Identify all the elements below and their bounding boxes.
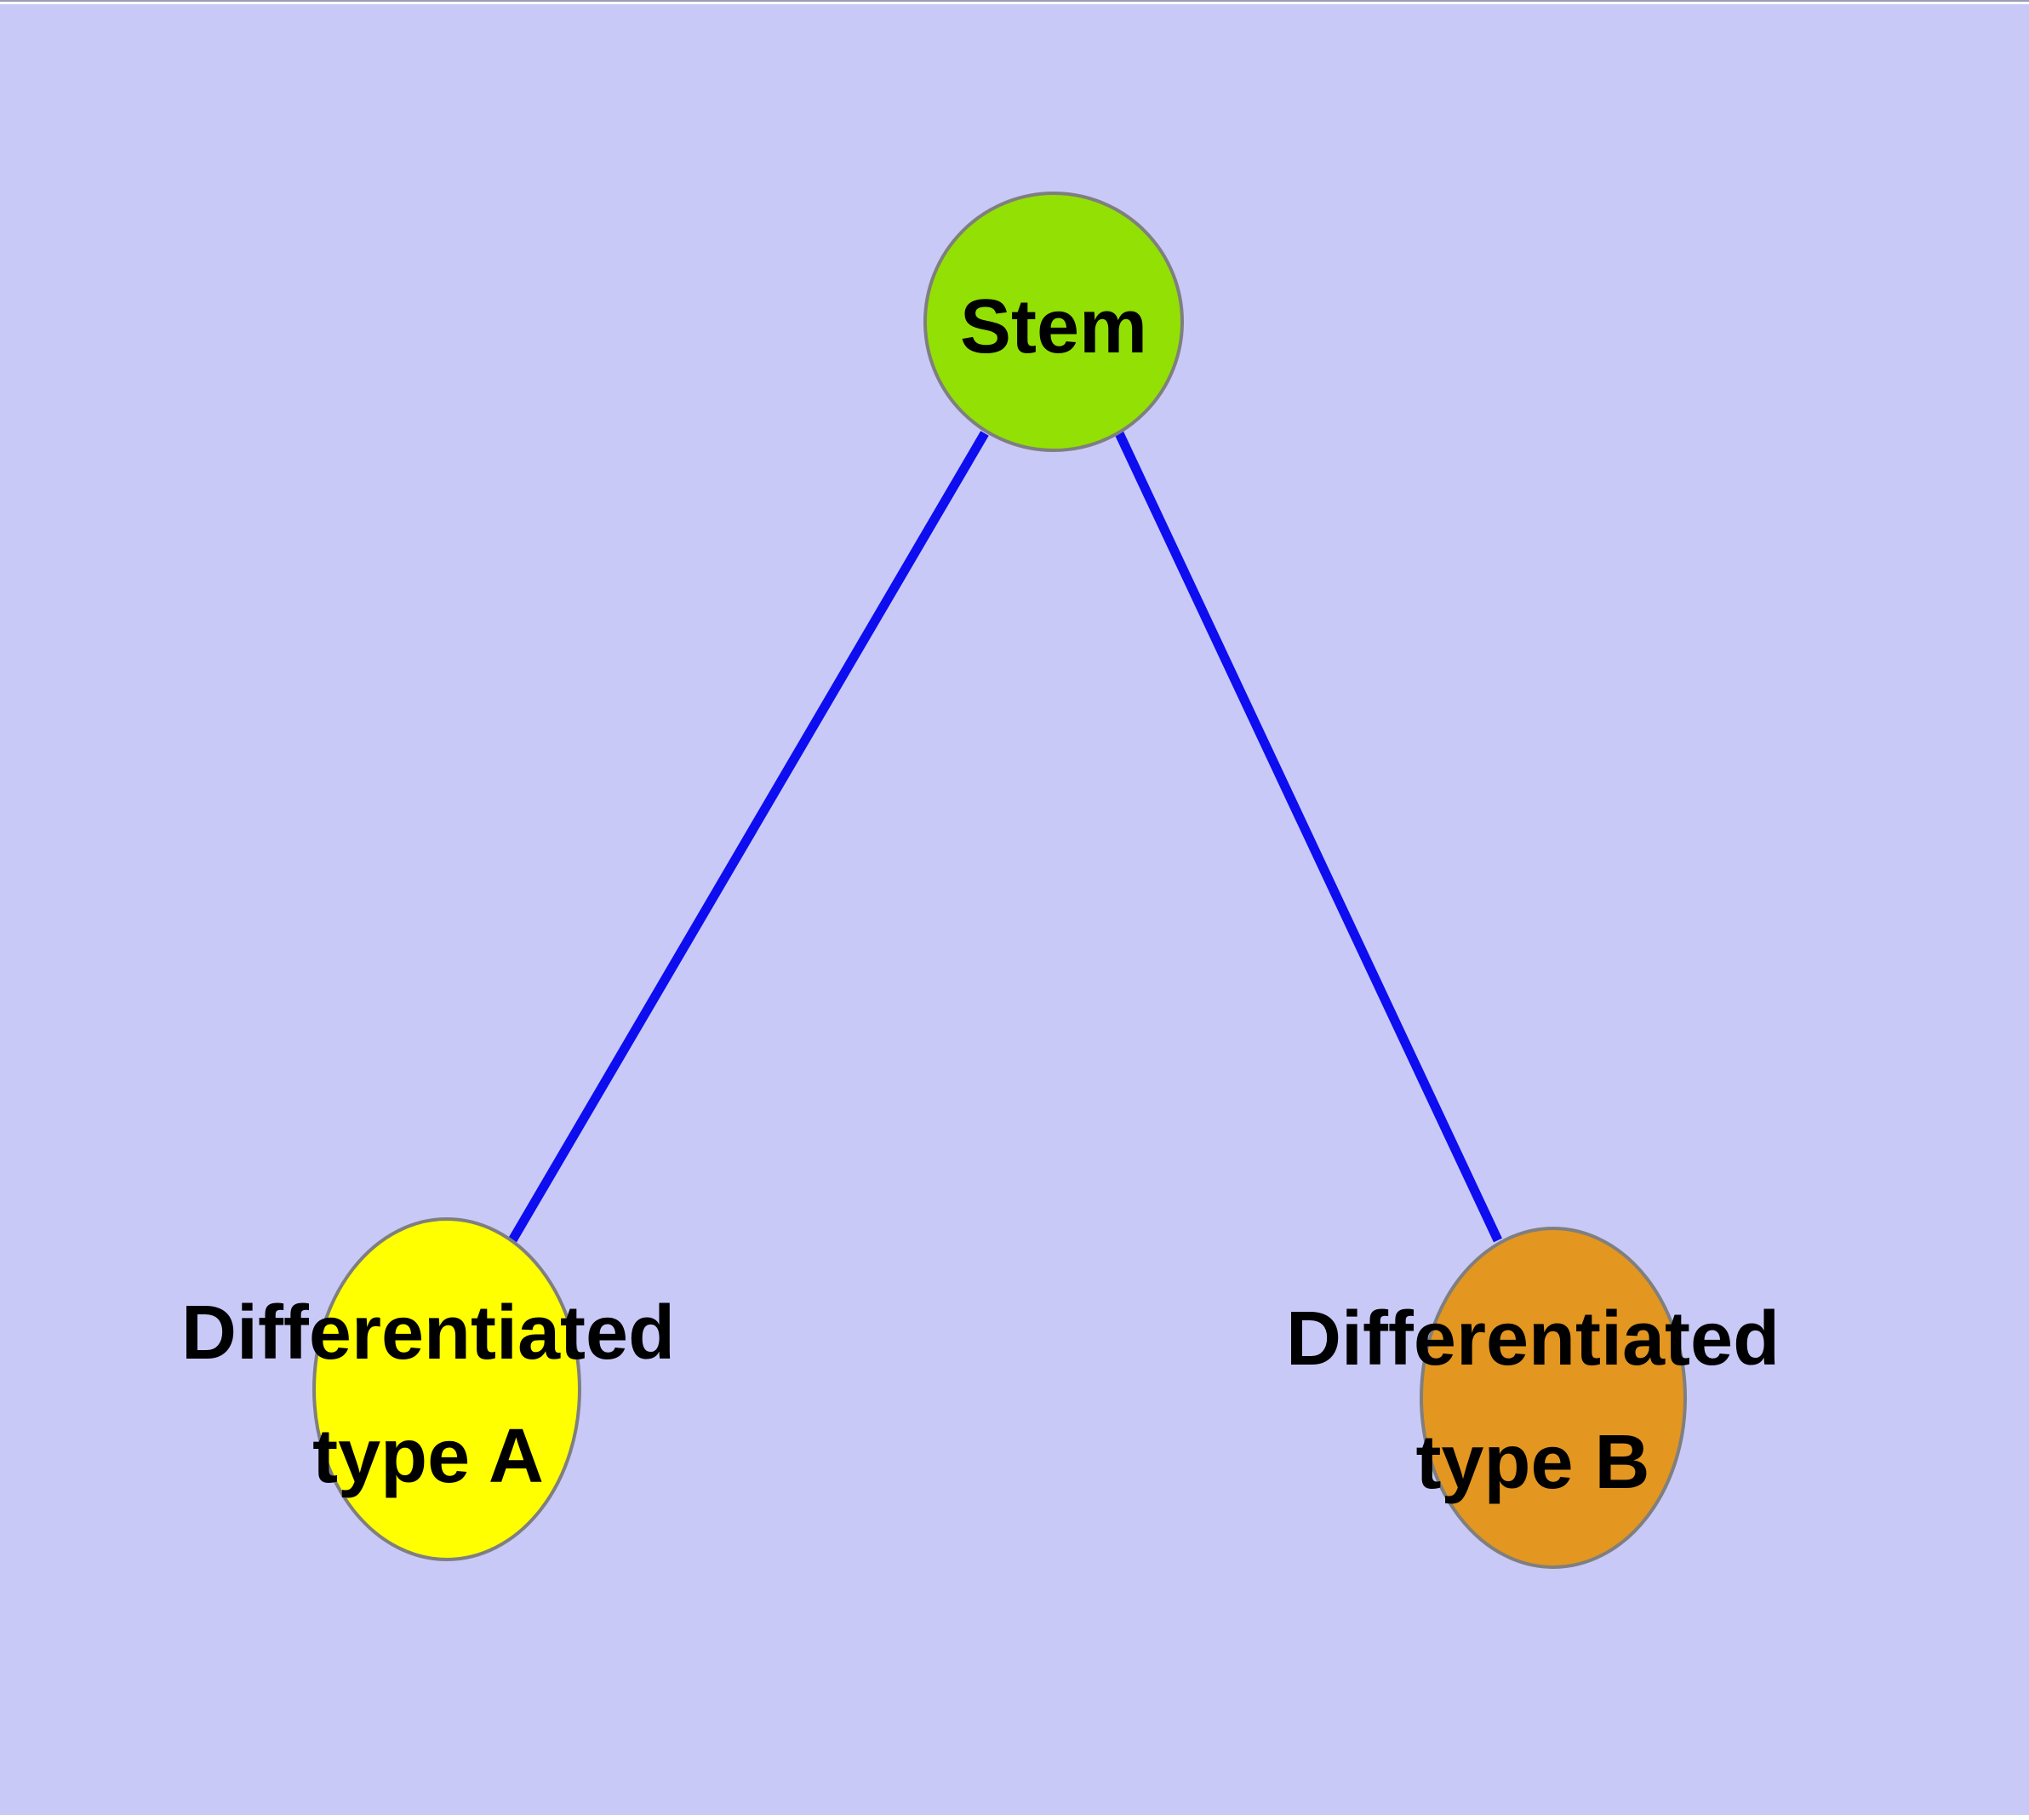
type-b-label-line2: type B (1415, 1420, 1650, 1505)
type-a-label-line1: Differentiated (180, 1291, 676, 1376)
type-b-node-label: Differentiated type B (1286, 1278, 1780, 1525)
edge-stem-to-type-a (508, 431, 989, 1243)
type-a-node (312, 1217, 581, 1561)
type-b-node (1420, 1227, 1687, 1569)
diagram-canvas: Stem Differentiated type A Differentiate… (0, 4, 2029, 1815)
stem-node (923, 192, 1184, 452)
stem-node-label: Stem (959, 284, 1148, 369)
type-a-label-line2: type A (312, 1414, 544, 1499)
type-b-label-line1: Differentiated (1285, 1296, 1780, 1382)
graph-svg (0, 4, 2029, 1815)
type-a-node-label: Differentiated type A (181, 1272, 675, 1519)
edge-stem-to-type-b (1115, 431, 1502, 1243)
top-hairline (0, 0, 2029, 2)
